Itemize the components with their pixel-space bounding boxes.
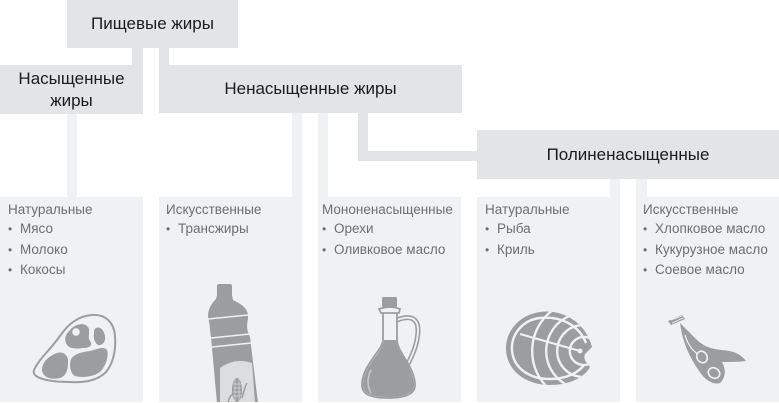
list-item-label: Оливковое масло (334, 241, 446, 257)
bullet-icon: • (8, 263, 13, 278)
category-text: Мононенасыщенные • Орехи • Оливковое масло (322, 200, 453, 260)
category-title: Искусственные (166, 202, 262, 217)
bullet-icon: • (8, 222, 13, 237)
olive-oil-cruet-icon (361, 297, 421, 399)
list-item: • Молоко (8, 240, 93, 260)
list-item: • Трансжиры (166, 219, 261, 239)
saturated-label-line-2: жиры (50, 90, 93, 110)
list-item: • Кукурузное масло (643, 240, 768, 260)
oil-bottle-icon (207, 284, 258, 402)
category-text: Натуральные • Мясо • Молоко • Кокосы (8, 200, 93, 281)
list-item-label: Мясо (20, 221, 53, 237)
category-unsaturated-artificial: Искусственные • Трансжиры (159, 197, 302, 402)
list-item: • Хлопковое масло (643, 219, 768, 239)
fish-steak-icon (505, 311, 592, 385)
category-monounsaturated: Мононенасыщенные • Орехи • Оливковое масло (318, 197, 461, 402)
bullet-icon: • (166, 222, 171, 237)
root-node-label: Пищевые жиры (91, 14, 214, 33)
connector-poly-to-artificial (636, 179, 647, 197)
bullet-icon: • (322, 242, 327, 257)
list-item: • Криль (485, 240, 570, 260)
polyunsaturated-label: Полиненасыщенные (546, 144, 710, 164)
bullet-icon: • (643, 263, 648, 278)
list-item-label: Соевое масло (655, 262, 745, 278)
category-saturated-natural: Натуральные • Мясо • Молоко • Кокосы (0, 197, 143, 402)
list-item: • Кокосы (8, 260, 93, 280)
connector-unsaturated-to-artificial (292, 113, 302, 197)
connector-unsaturated-to-poly-horizontal (358, 151, 477, 161)
list-item-label: Трансжиры (178, 221, 249, 237)
root-node-dietary-fats: Пищевые жиры (67, 0, 238, 48)
list-item-label: Орехи (334, 221, 374, 237)
list-item-label: Молоко (20, 241, 68, 257)
connector-root-to-saturated (132, 48, 143, 65)
polyunsaturated-node: Полиненасыщенные (477, 130, 779, 179)
saturated-label-line-1: Насыщенные (18, 68, 125, 88)
category-text: Натуральные • Рыба • Криль (485, 200, 570, 260)
list-item: • Мясо (8, 219, 93, 239)
bullet-icon: • (8, 242, 13, 257)
list-item: • Рыба (485, 219, 570, 239)
connector-root-to-unsaturated (159, 48, 169, 65)
soybean-pod-icon (668, 315, 746, 384)
connector-saturated-to-natural (67, 114, 77, 197)
list-item-label: Кокосы (20, 262, 66, 278)
category-polyunsaturated-natural: Натуральные • Рыба • Криль (477, 197, 620, 402)
bullet-icon: • (643, 242, 648, 257)
category-text: Искусственные • Трансжиры (166, 200, 261, 240)
bullet-icon: • (485, 222, 490, 237)
category-title: Натуральные (8, 202, 93, 217)
list-item: • Оливковое масло (322, 240, 453, 260)
saturated-fats-node: Насыщенные жиры (0, 65, 143, 114)
bullet-icon: • (322, 222, 327, 237)
list-item-label: Криль (497, 241, 535, 257)
category-title: Натуральные (485, 202, 570, 217)
list-item-label: Рыба (497, 221, 531, 237)
bullet-icon: • (643, 222, 648, 237)
unsaturated-fats-node: Ненасыщенные жиры (159, 65, 462, 113)
list-item-label: Хлопковое масло (655, 221, 766, 237)
connector-unsaturated-to-monounsaturated (318, 113, 328, 197)
category-title: Мононенасыщенные (322, 202, 453, 217)
category-polyunsaturated-artificial: Искусственные • Хлопковое масло • Кукурузн… (636, 197, 779, 402)
bullet-icon: • (485, 242, 490, 257)
unsaturated-label: Ненасыщенные жиры (224, 79, 397, 98)
category-title: Искусственные (643, 202, 739, 217)
list-item: • Соевое масло (643, 260, 768, 280)
list-item-label: Кукурузное масло (655, 241, 768, 257)
connector-poly-to-natural (610, 179, 620, 197)
meat-steak-icon (32, 313, 117, 384)
list-item: • Орехи (322, 219, 453, 239)
category-text: Искусственные • Хлопковое масло • Кукурузн… (643, 200, 768, 281)
connector-unsaturated-to-poly-vertical (358, 113, 368, 161)
